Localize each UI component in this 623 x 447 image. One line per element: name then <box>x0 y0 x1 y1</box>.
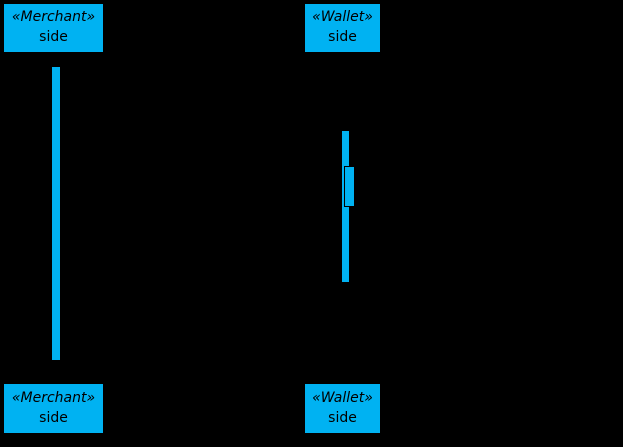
participant-box-wallet-top: «Wallet» side <box>305 4 380 52</box>
participant-stereotype: «Merchant» <box>11 9 96 26</box>
activation-bar-merchant <box>51 66 61 361</box>
participant-stereotype: «Wallet» <box>312 9 373 26</box>
participant-name: side <box>328 29 357 45</box>
participant-stereotype: «Wallet» <box>312 389 373 406</box>
participant-box-merchant-top: «Merchant» side <box>4 4 103 52</box>
participant-box-merchant-bottom: «Merchant» side <box>4 384 103 433</box>
participant-stereotype: «Merchant» <box>11 389 96 406</box>
participant-box-wallet-bottom: «Wallet» side <box>305 384 380 433</box>
participant-name: side <box>39 29 68 45</box>
activation-bar-wallet-nested <box>344 166 355 207</box>
participant-name: side <box>328 409 357 426</box>
participant-name: side <box>39 409 68 426</box>
